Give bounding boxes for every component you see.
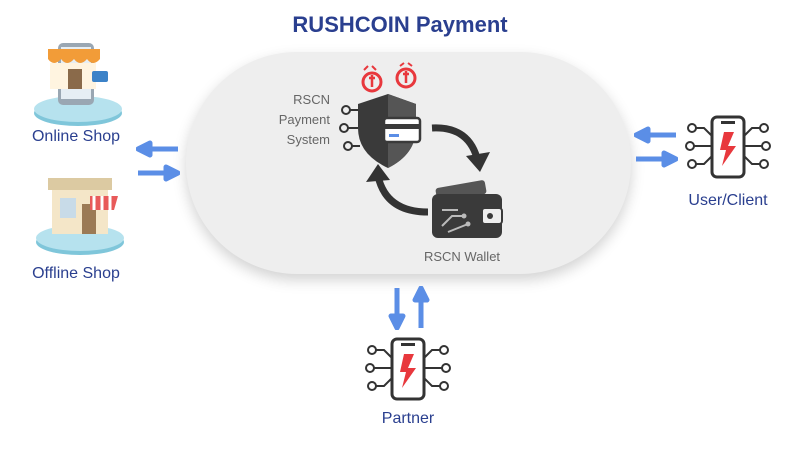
payment-capsule [186,52,631,274]
payment-system-label: RSCN Payment System [246,90,330,150]
payment-system-line-3: System [286,132,330,147]
payment-system-line-1: RSCN [293,92,330,107]
wallet-icon [432,180,503,238]
partner-label: Partner [381,410,435,427]
offline-shop-label: Offline Shop [32,265,120,282]
payment-system-line-2: Payment [278,112,330,127]
online-shop-icon [34,43,122,126]
wallet-label: RSCN Wallet [423,249,501,264]
partner-phone-icon [365,337,451,401]
user-client-label: User/Client [688,192,768,209]
diagram-title: RUSHCOIN Payment [292,12,508,37]
cycle-arrows [366,124,490,216]
shield-card-icon [339,62,422,168]
shops-exchange-arrows [136,140,180,182]
user-phone-icon [685,115,771,179]
user-exchange-arrows [634,126,678,168]
partner-exchange-arrows [388,286,430,330]
online-shop-label: Online Shop [31,128,121,145]
offline-shop-icon [36,178,124,255]
